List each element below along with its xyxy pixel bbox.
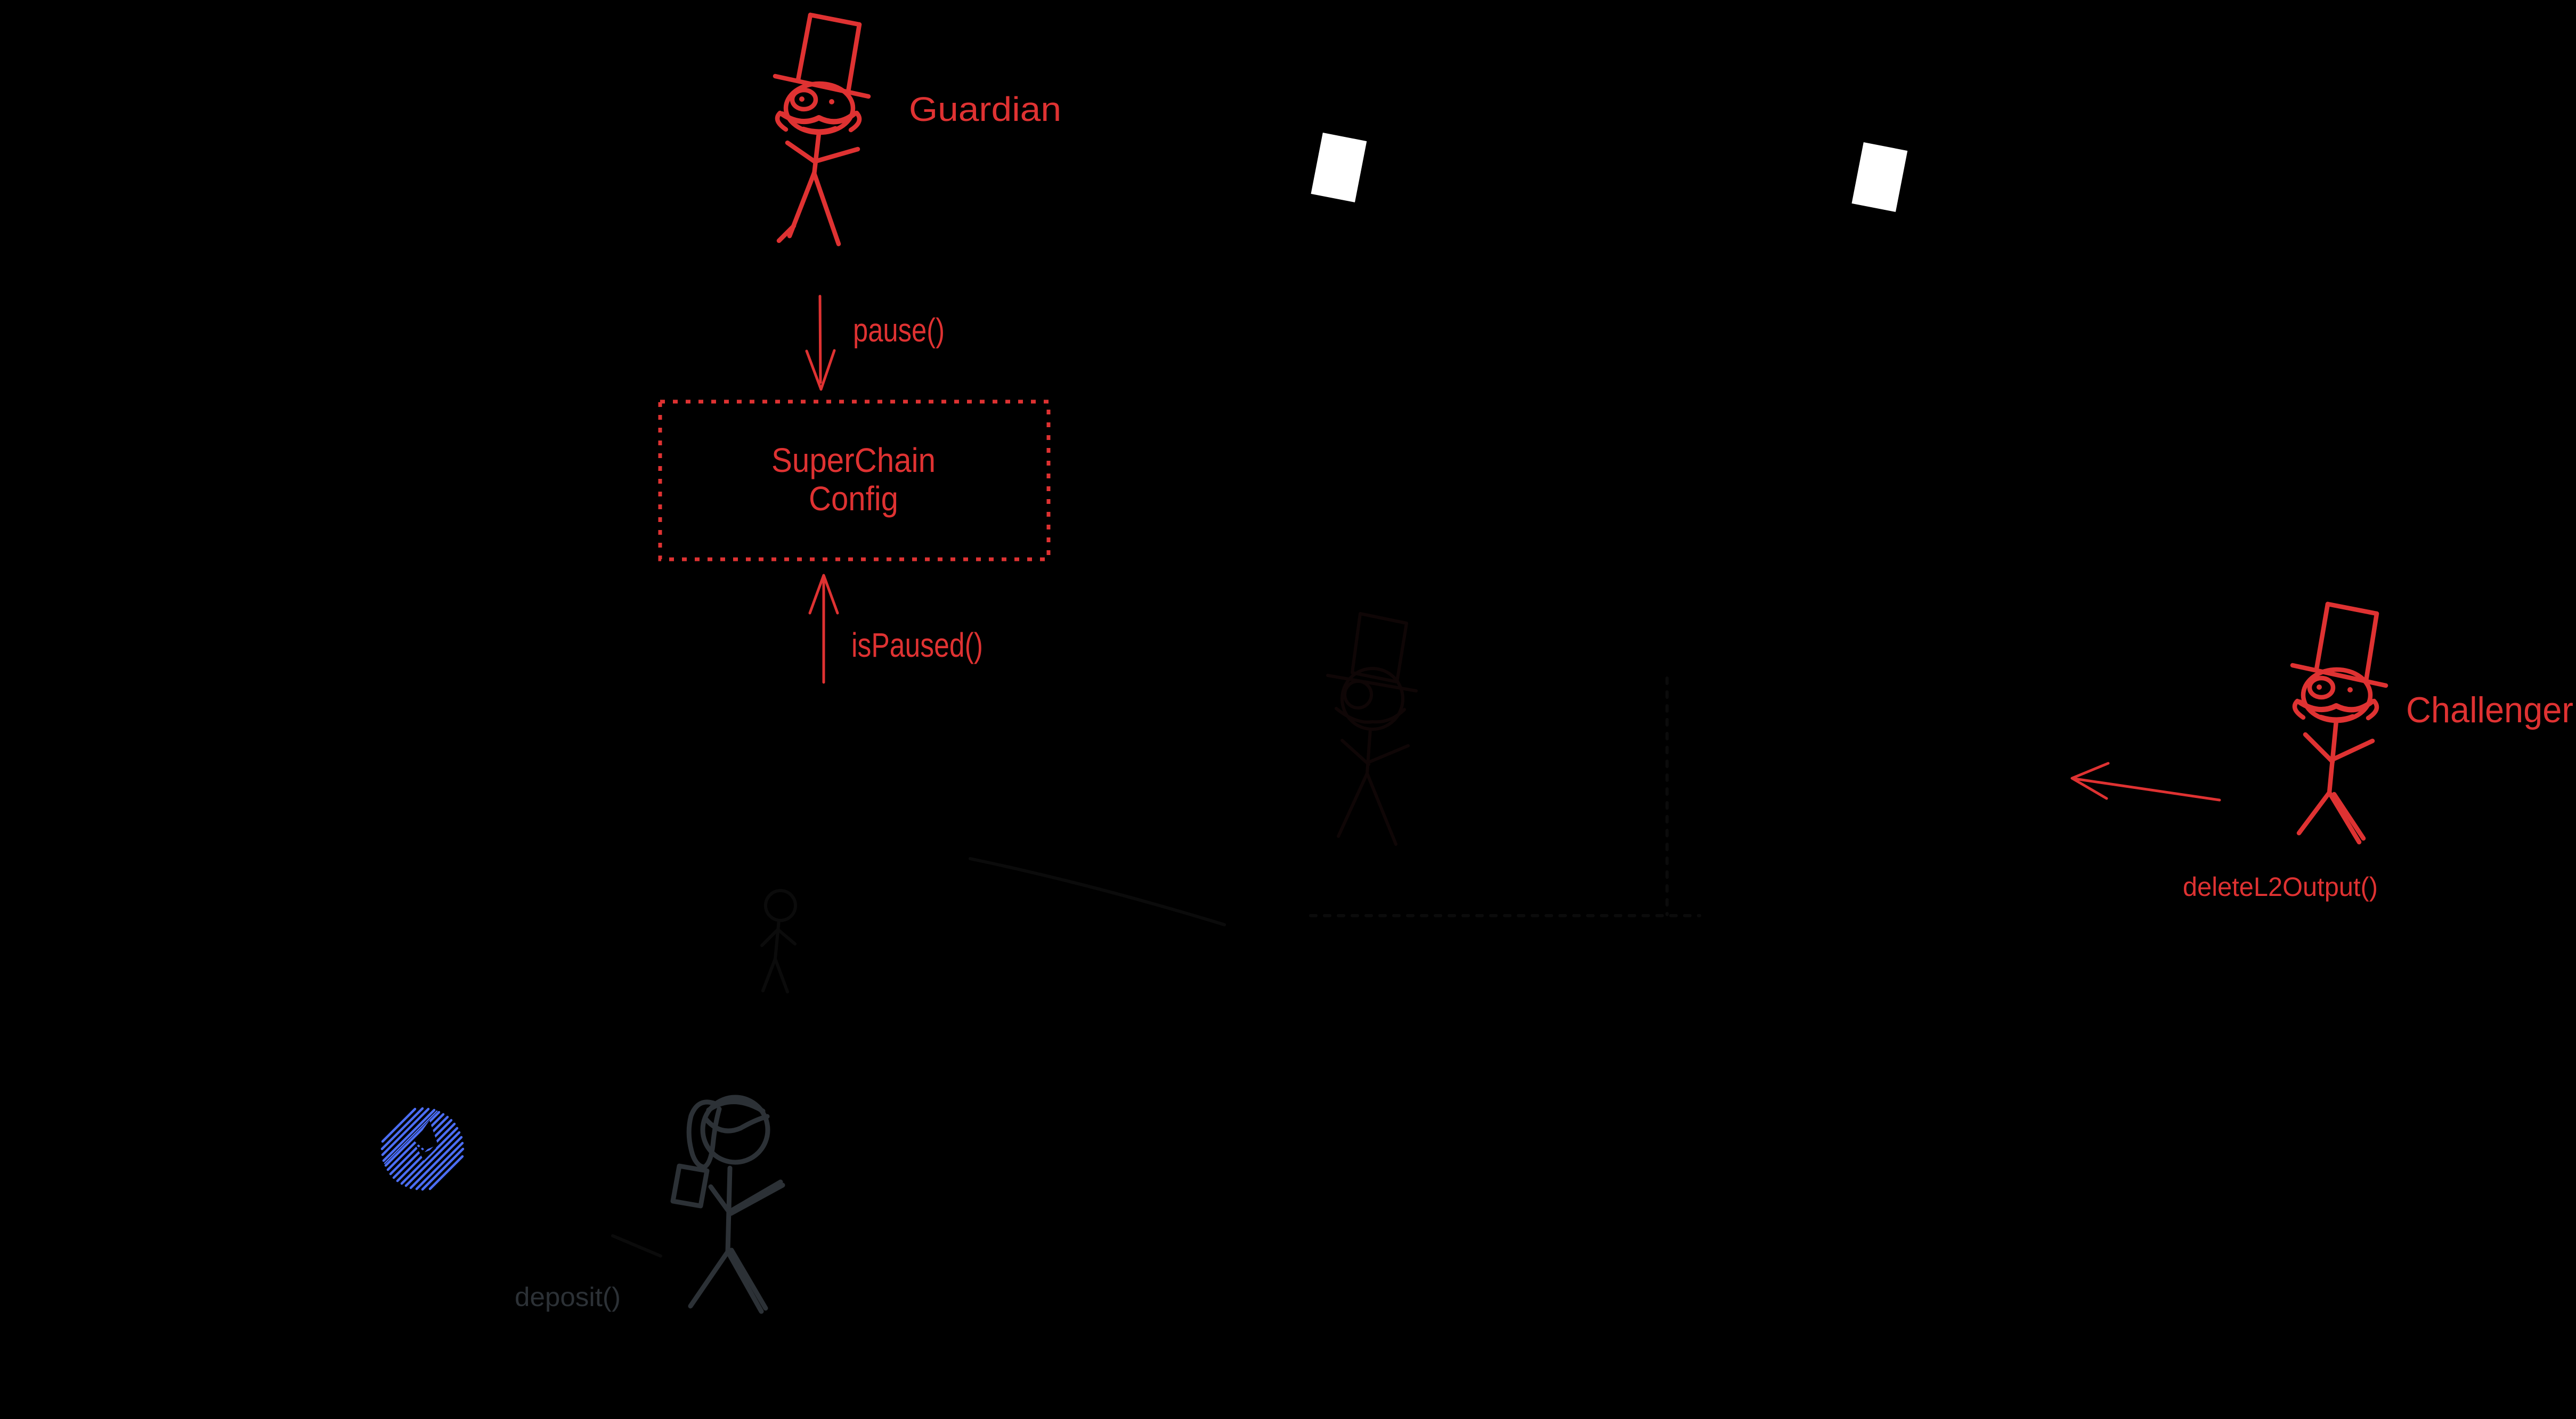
- svg-text:deposit(): deposit(): [515, 1282, 621, 1312]
- svg-text:Config: Config: [809, 479, 898, 518]
- svg-text:isPaused(): isPaused(): [851, 626, 983, 664]
- svg-text:deleteL2Output(): deleteL2Output(): [2183, 872, 2378, 902]
- svg-text:pause(): pause(): [853, 312, 945, 349]
- svg-text:Guardian: Guardian: [909, 90, 1061, 128]
- svg-text:Challenger: Challenger: [2406, 690, 2573, 730]
- svg-text:SuperChain: SuperChain: [771, 441, 936, 479]
